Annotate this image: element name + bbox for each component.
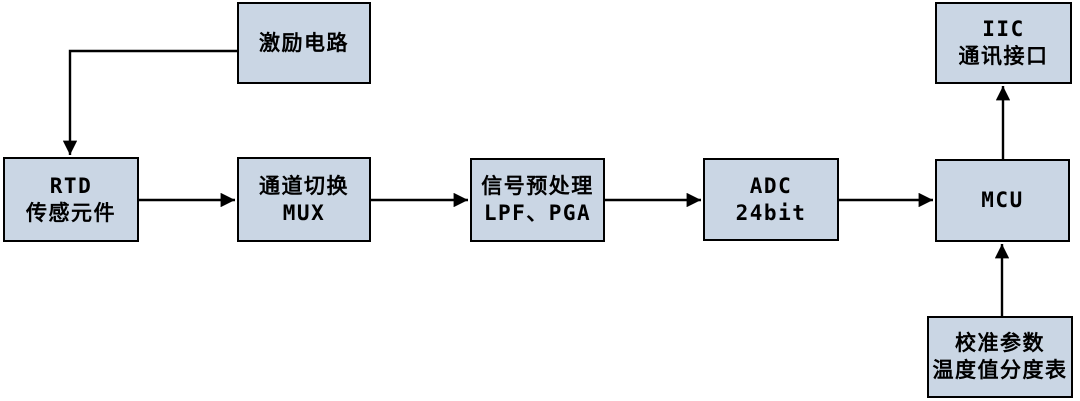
block-rtd-sensor: RTD 传感元件	[3, 157, 139, 242]
block-label: 传感元件	[26, 200, 116, 225]
block-label: MUX	[282, 200, 326, 225]
block-label: 通道切换	[259, 173, 349, 198]
block-mcu: MCU	[935, 159, 1070, 242]
block-excitation-circuit: 激励电路	[237, 2, 371, 84]
block-label: ADC	[749, 173, 793, 198]
block-label: MCU	[981, 188, 1024, 212]
block-label: 校准参数	[955, 331, 1045, 355]
block-label: RTD	[49, 173, 93, 198]
block-signal-preprocessing: 信号预处理 LPF、PGA	[470, 158, 605, 242]
arrow-excitation-to-rtd	[62, 49, 237, 155]
block-label: 通讯接口	[958, 44, 1049, 68]
block-label: 24bit	[735, 200, 807, 225]
block-label: 温度值分度表	[932, 358, 1068, 382]
block-label: IIC	[982, 17, 1025, 41]
block-calibration-table: 校准参数 温度值分度表	[927, 316, 1073, 398]
block-label: 激励电路	[259, 30, 349, 55]
block-channel-mux: 通道切换 MUX	[237, 157, 371, 242]
block-iic-interface: IIC 通讯接口	[935, 2, 1072, 84]
block-label: 信号预处理	[481, 174, 594, 198]
block-label: LPF、PGA	[483, 201, 592, 225]
block-adc-24bit: ADC 24bit	[703, 158, 839, 241]
